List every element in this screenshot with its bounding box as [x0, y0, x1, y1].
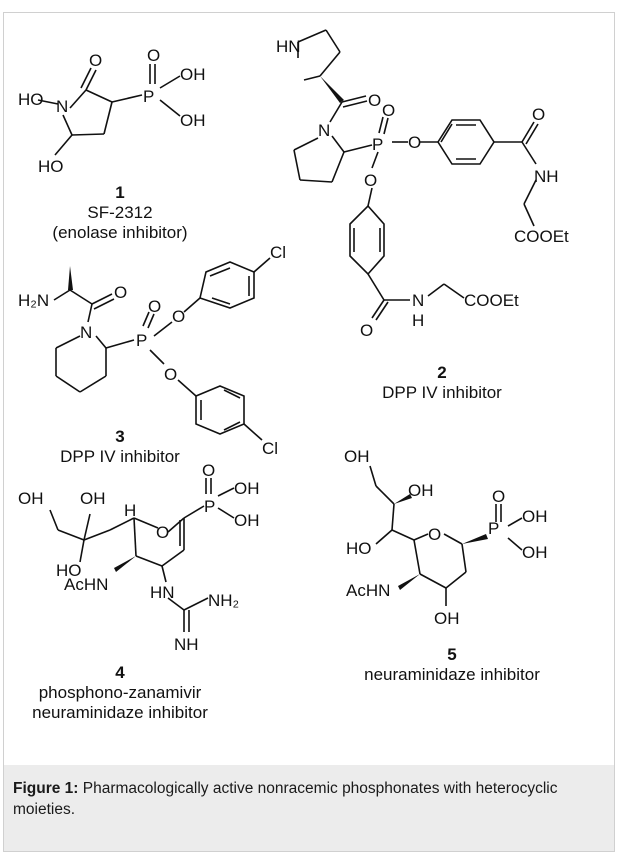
atom-label: OH — [180, 111, 206, 130]
atom-label: O — [164, 365, 177, 384]
atom-label: AcHN — [64, 575, 108, 594]
atom-label: O — [202, 461, 215, 480]
caption-box — [4, 765, 614, 851]
compound-activity: DPP IV inhibitor — [60, 447, 180, 466]
atom-label: N — [80, 323, 92, 342]
atom-label: N — [56, 97, 68, 116]
atom-label: HN — [150, 583, 175, 602]
compound-name: phosphono-zanamivir — [39, 683, 202, 702]
compound-number: 4 — [115, 663, 125, 682]
atom-label: OH — [18, 489, 44, 508]
compound-4-structure — [49, 478, 235, 632]
atom-label: O — [360, 321, 373, 340]
compound-activity: (enolase inhibitor) — [52, 223, 187, 242]
atom-label: OH — [522, 543, 548, 562]
atom-label: P — [488, 519, 499, 538]
atom-label: P — [372, 135, 383, 154]
compound-number: 1 — [115, 183, 124, 202]
compound-2-structure — [293, 29, 539, 321]
atom-label: O — [532, 105, 545, 124]
atom-label: Cl — [270, 243, 286, 262]
atom-label: N — [318, 121, 330, 140]
compound-activity: neuraminidaze inhibitor — [364, 665, 540, 684]
reaction-scheme: HO N O P O OH OH HO 1 SF-2312 (enolase i… — [18, 29, 569, 722]
atom-label: O — [492, 487, 505, 506]
atom-label: HO — [56, 561, 82, 580]
atom-label: O — [147, 46, 160, 65]
atom-label: H — [124, 501, 136, 520]
atom-label: OH — [344, 447, 370, 466]
compound-activity: DPP IV inhibitor — [382, 383, 502, 402]
atom-label: O — [114, 283, 127, 302]
caption-label: Figure 1: — [13, 780, 79, 797]
atom-label: OH — [180, 65, 206, 84]
atom-label: H₂N — [18, 291, 49, 310]
atom-label: NH — [174, 635, 199, 654]
atom-label: Cl — [262, 439, 278, 458]
atom-label: O — [148, 297, 161, 316]
atom-label: HN — [276, 37, 301, 56]
atom-label: O — [364, 171, 377, 190]
atom-label: OH — [434, 609, 460, 628]
atom-label: O — [89, 51, 102, 70]
figure-frame — [3, 12, 615, 852]
compound-5-structure — [369, 465, 523, 606]
atom-label: OH — [234, 479, 260, 498]
atom-label: OH — [408, 481, 434, 500]
atom-label: P — [136, 331, 147, 350]
atom-label: HO — [346, 539, 372, 558]
compound-activity: neuraminidaze inhibitor — [32, 703, 208, 722]
figure-caption: Figure 1: Pharmacologically active nonra… — [13, 778, 603, 820]
atom-label: O — [428, 525, 441, 544]
caption-body: Pharmacologically active nonracemic phos… — [13, 780, 558, 818]
compound-1-structure — [37, 64, 181, 156]
atom-label: O — [382, 101, 395, 120]
atom-label: N — [412, 291, 424, 310]
atom-label: HO — [38, 157, 64, 176]
atom-label: HO — [18, 90, 44, 109]
atom-label: O — [408, 133, 421, 152]
atom-label: AcHN — [346, 581, 390, 600]
atom-label: NH₂ — [208, 591, 239, 610]
atom-label: OH — [522, 507, 548, 526]
atom-label: H — [412, 311, 424, 330]
atom-label: OH — [80, 489, 106, 508]
atom-label: OH — [234, 511, 260, 530]
atom-label: COOEt — [464, 291, 519, 310]
compound-number: 2 — [437, 363, 446, 382]
compound-number: 5 — [447, 645, 456, 664]
atom-label: P — [143, 87, 154, 106]
compound-number: 3 — [115, 427, 124, 446]
atom-label: P — [204, 497, 215, 516]
atom-label: O — [368, 91, 381, 110]
atom-label: O — [172, 307, 185, 326]
compound-3-structure — [53, 257, 271, 441]
atom-label: NH — [534, 167, 559, 186]
compound-name: SF-2312 — [87, 203, 152, 222]
atom-label: COOEt — [514, 227, 569, 246]
atom-label: O — [156, 523, 169, 542]
